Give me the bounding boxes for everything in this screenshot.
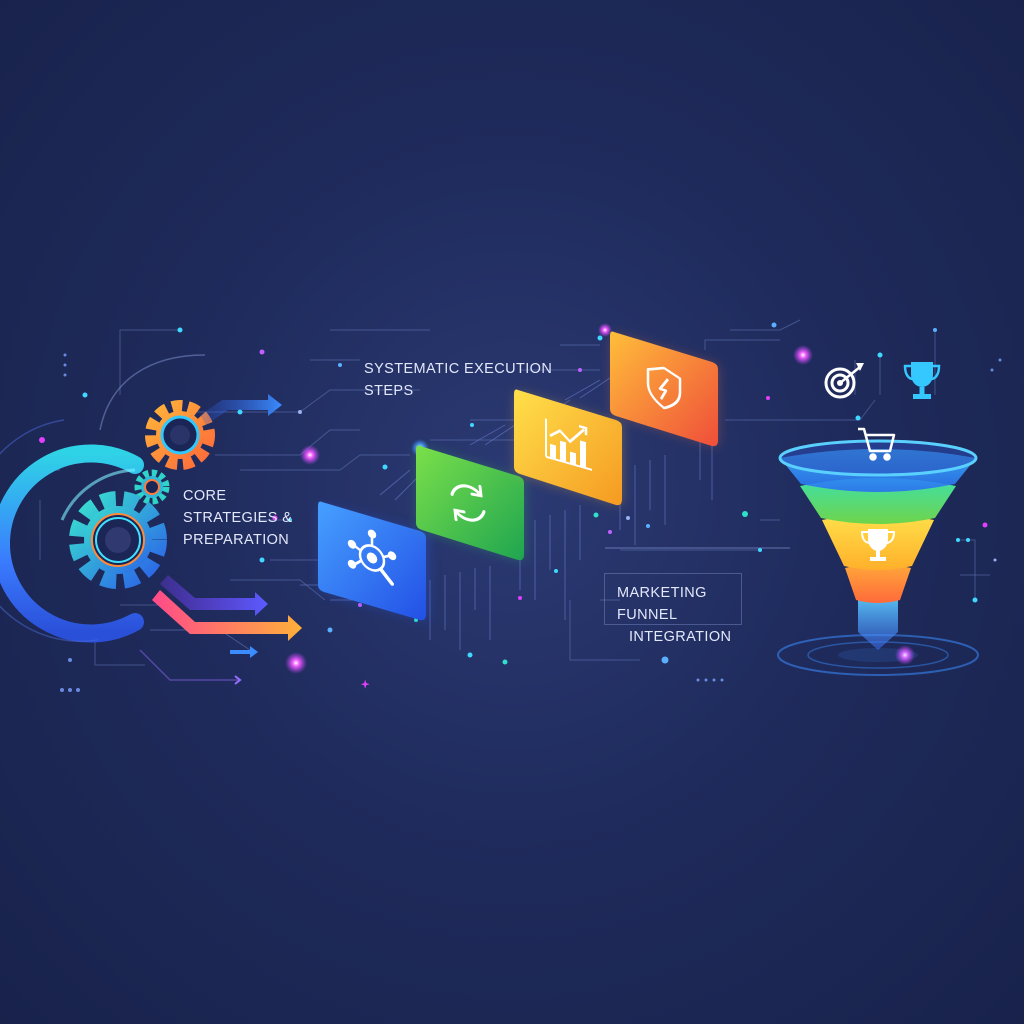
gear-orange-icon — [145, 400, 215, 470]
core-strategies-label: CORE STRATEGIES & PREPARATION — [183, 485, 292, 551]
refresh-cycle-icon — [450, 484, 486, 522]
shield-bolt-icon — [646, 366, 682, 410]
exec-label-line-1: SYSTEMATIC EXECUTION — [364, 361, 553, 377]
systematic-execution-label: SYSTEMATIC EXECUTION STEPS — [364, 358, 552, 402]
step-card-search — [318, 501, 428, 621]
core-label-line-2: STRATEGIES & — [183, 510, 293, 526]
flow-arrows — [152, 394, 302, 685]
search-network-icon — [347, 529, 397, 586]
gear-small-icon — [134, 469, 170, 505]
exec-label-line-2: STEPS — [364, 383, 414, 399]
target-icon — [824, 363, 864, 399]
step-card-shield — [610, 331, 718, 447]
core-label-line-1: CORE — [183, 488, 227, 504]
trophy-icon — [903, 362, 941, 399]
step-card-growth — [514, 389, 622, 506]
particle-dots — [39, 322, 1002, 692]
growth-chart-icon — [545, 418, 592, 471]
core-ring — [0, 419, 144, 643]
gear-blue-icon — [69, 491, 167, 589]
trophy-icon — [860, 529, 896, 561]
step-card-cycle — [416, 445, 524, 561]
core-label-line-3: PREPARATION — [183, 532, 290, 548]
funnel-label-line-1: MARKETING FUNNEL — [617, 585, 707, 623]
funnel-label-line-2: INTEGRATION — [629, 629, 732, 645]
shopping-cart-icon — [858, 427, 896, 461]
marketing-funnel-label: MARKETING FUNNEL INTEGRATION — [604, 573, 742, 645]
marketing-funnel — [777, 439, 979, 676]
